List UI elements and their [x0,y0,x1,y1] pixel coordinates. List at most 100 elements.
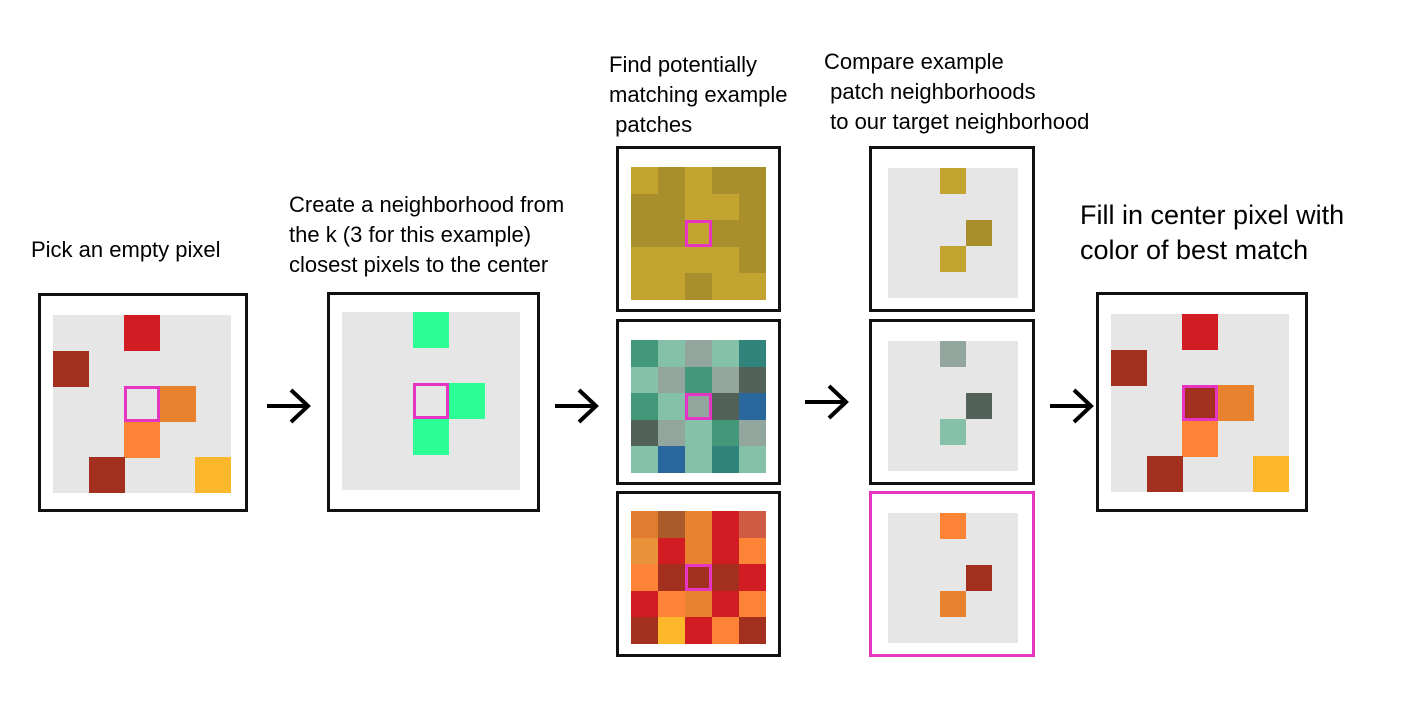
result-panel [1096,292,1308,512]
pixel-cell [739,193,766,221]
pixel-cell [658,393,685,421]
step4-caption: Compare example patch neighborhoods to o… [824,47,1089,137]
center-pixel-marker [1182,385,1218,421]
neighbor-pixel [940,419,966,445]
pixel-cell [685,537,712,565]
pixel-cell [739,393,766,421]
pixel-cell [1182,385,1219,422]
pixel-cell [712,167,739,194]
step3-caption-line: patches [609,112,693,137]
neighbor-pixel [940,591,966,617]
pixel-cell [739,246,766,274]
patch-neighborhood-grid [888,341,1018,471]
arrow-right-icon [267,388,311,424]
pixel-cell [658,366,685,394]
pixel-cell [712,366,739,394]
pixel-cell [631,193,658,221]
pixel-cell [1253,456,1290,493]
pixel-cell [712,246,739,274]
step4-caption-line: Compare example [824,49,1004,74]
pixel-cell [739,617,766,645]
arrow-right-icon [805,384,849,420]
pixel-cell [631,537,658,565]
example-patch-red [616,491,781,657]
patch-neighborhood-teal [869,319,1035,485]
pixel-cell [159,386,196,423]
pixel-cell [739,590,766,618]
patch-neighborhood-grid [888,513,1018,643]
neighborhood-panel [327,292,540,512]
center-pixel-marker [685,564,712,591]
pixel-cell [685,590,712,618]
pixel-cell [631,446,658,474]
pixel-cell [631,590,658,618]
pixel-cell [1111,349,1147,386]
pixel-cell [1182,420,1219,457]
step4-caption-line: patch neighborhoods [824,79,1036,104]
neighbor-pixel [940,341,966,367]
pixel-cell [631,340,658,367]
pixel-cell [631,366,658,394]
pixel-cell [658,193,685,221]
pixel-cell [658,273,685,301]
pixel-cell [658,511,685,538]
pixel-cell [712,564,739,592]
example-patch-teal [616,319,781,485]
patch-neighborhood-red-best-match [869,491,1035,657]
pixel-cell [685,564,712,592]
step2-caption-line: closest pixels to the center [289,252,549,277]
pixel-cell [658,446,685,474]
pixel-cell [658,564,685,592]
neighbor-pixel [940,246,966,272]
pixel-cell [712,419,739,447]
neighbor-pixel [413,418,450,455]
example-patch-grid [631,511,766,645]
pixel-cell [685,393,712,421]
example-patch-grid [631,340,766,474]
pixel-cell [739,340,766,367]
pixel-cell [712,220,739,248]
neighbor-pixel [940,168,966,194]
pixel-cell [631,220,658,248]
pixel-cell [739,366,766,394]
pixel-cell [685,246,712,274]
pixel-cell [53,350,89,387]
pixel-cell [739,419,766,447]
pixel-cell [739,220,766,248]
arrow-right-icon [1050,388,1094,424]
target-panel [38,293,248,512]
pixel-cell [685,446,712,474]
example-patch-yellow [616,146,781,312]
pixel-cell [631,393,658,421]
step3-caption-line: matching example [609,82,788,107]
neighbor-pixel [966,220,992,246]
pixel-cell [658,340,685,367]
center-pixel-marker [124,386,160,422]
neighbor-pixel [413,312,450,348]
pixel-cell [88,457,125,494]
pixel-cell [739,273,766,301]
neighbor-pixel [448,383,485,420]
pixel-cell [685,273,712,301]
step2-caption-line: Create a neighborhood from [289,192,565,217]
neighbor-pixel [966,565,992,591]
pixel-cell [712,537,739,565]
pixel-cell [712,193,739,221]
pixel-cell [658,590,685,618]
pixel-cell [712,446,739,474]
target-grid [53,315,232,494]
pixel-cell [1146,456,1183,493]
center-pixel-marker [685,220,712,247]
pixel-cell [1217,385,1254,422]
arrow-right-icon [555,388,599,424]
pixel-cell [631,617,658,645]
pixel-cell [685,220,712,248]
pixel-cell [124,315,161,351]
pixel-cell [685,419,712,447]
step5-caption-line: color of best match [1080,235,1309,265]
pixel-cell [631,564,658,592]
step5-caption-line: Fill in center pixel with [1080,200,1345,230]
step1-caption: Pick an empty pixel [31,235,221,265]
pixel-cell [658,220,685,248]
pixel-cell [712,273,739,301]
